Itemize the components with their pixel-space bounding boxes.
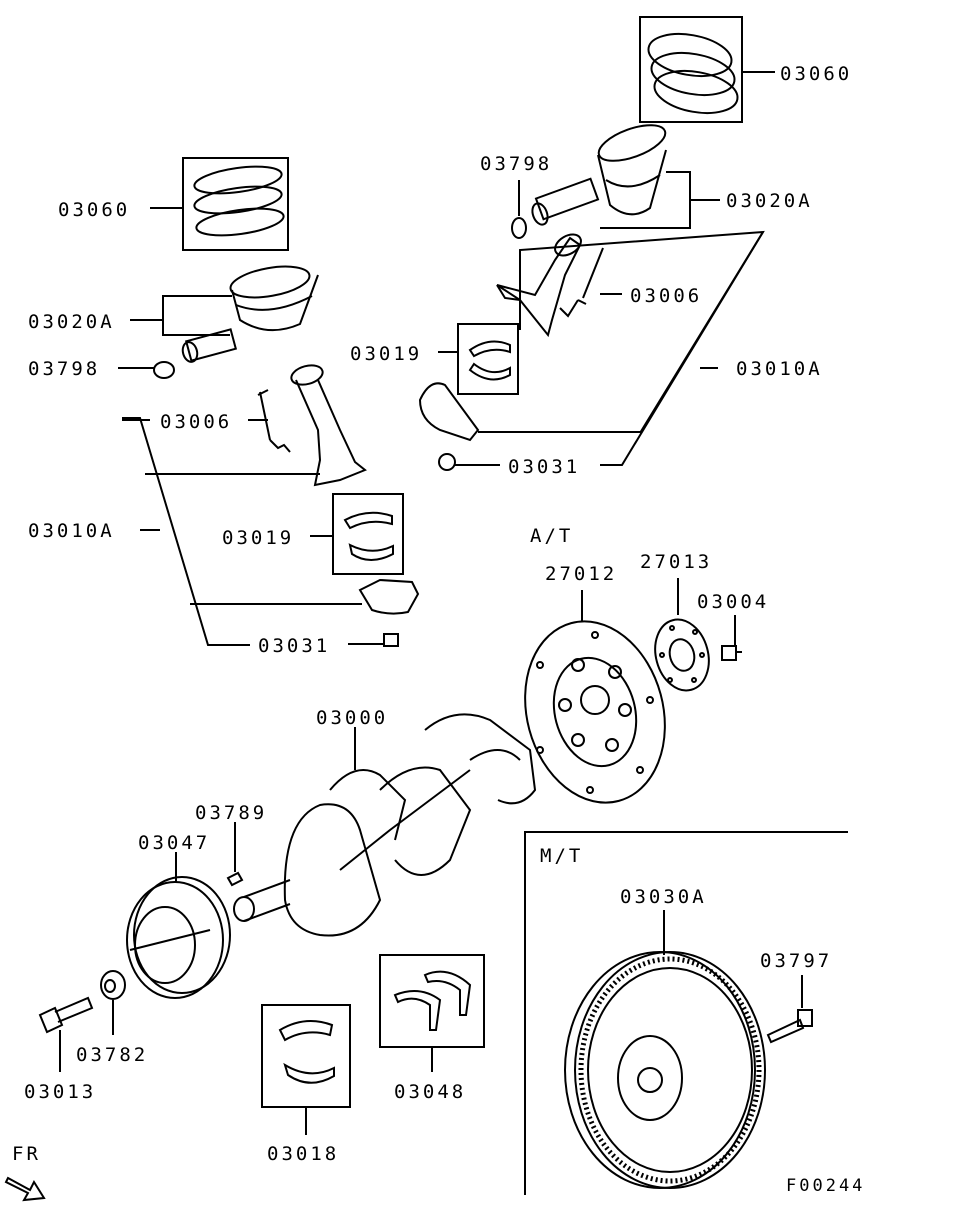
callout-27013: 27013 — [640, 551, 712, 573]
callout-03060-left: 03060 — [58, 199, 130, 221]
bearing-cap-part-right[interactable] — [418, 382, 480, 442]
section-label-at: A/T — [530, 525, 573, 547]
callout-03019-right: 03019 — [350, 343, 422, 365]
crankshaft-part[interactable] — [233, 713, 537, 937]
piston-part-right[interactable] — [530, 118, 670, 227]
callout-03797: 03797 — [760, 950, 832, 972]
front-label: FR — [12, 1143, 41, 1165]
callout-03020a-right: 03020A — [726, 190, 813, 212]
main-bearing-part[interactable] — [261, 1004, 351, 1108]
callout-03000: 03000 — [316, 707, 388, 729]
front-direction-arrow-icon — [4, 1176, 46, 1202]
callout-03060-right: 03060 — [780, 63, 852, 85]
callout-03030a: 03030A — [620, 886, 707, 908]
callout-03020a-left: 03020A — [28, 311, 115, 333]
bearing-cap-part-left[interactable] — [358, 578, 420, 615]
callout-03004: 03004 — [697, 591, 769, 613]
callout-03013: 03013 — [24, 1081, 96, 1103]
callout-03048: 03048 — [394, 1081, 466, 1103]
adapter-plate-part[interactable] — [648, 613, 717, 696]
piston-rings-part-right[interactable] — [639, 16, 743, 123]
drive-plate-bolt-part[interactable] — [721, 645, 742, 661]
connecting-rod-part-left[interactable] — [257, 362, 367, 487]
callout-03010a-right: 03010A — [736, 358, 823, 380]
drive-plate-part[interactable] — [506, 606, 685, 819]
pulley-bolt-part[interactable] — [38, 996, 94, 1034]
callout-03019-left: 03019 — [222, 527, 294, 549]
rod-bearing-part-left[interactable] — [332, 493, 404, 575]
section-label-mt: M/T — [540, 845, 583, 867]
figure-id: F00244 — [786, 1176, 865, 1196]
nut-part-left[interactable] — [383, 633, 399, 647]
connecting-rod-part-right[interactable] — [496, 230, 604, 338]
callout-03031-right: 03031 — [508, 456, 580, 478]
piston-part-left[interactable] — [181, 261, 319, 363]
rod-bearing-part-right[interactable] — [457, 323, 519, 395]
woodruff-key-part[interactable] — [226, 871, 244, 887]
callout-03031-left: 03031 — [258, 635, 330, 657]
callout-03018: 03018 — [267, 1143, 339, 1165]
callout-03006-left: 03006 — [160, 411, 232, 433]
thrust-bearing-part[interactable] — [379, 954, 485, 1048]
callout-03782: 03782 — [76, 1044, 148, 1066]
washer-part[interactable] — [100, 970, 126, 1000]
callout-03789: 03789 — [195, 802, 267, 824]
nut-part-right[interactable] — [438, 453, 456, 471]
flywheel-bolt-part[interactable] — [766, 1009, 813, 1044]
callout-03010a-left: 03010A — [28, 520, 115, 542]
piston-pin-clip-part-right[interactable] — [511, 217, 527, 239]
piston-rings-part-left[interactable] — [182, 157, 289, 251]
callout-27012: 27012 — [545, 563, 617, 585]
flywheel-part[interactable] — [564, 951, 766, 1189]
callout-03798-left: 03798 — [28, 358, 100, 380]
callout-03798-right: 03798 — [480, 153, 552, 175]
piston-pin-clip-part-left[interactable] — [153, 361, 175, 379]
callout-03006-right: 03006 — [630, 285, 702, 307]
crank-pulley-part[interactable] — [126, 876, 231, 999]
callout-03047: 03047 — [138, 832, 210, 854]
